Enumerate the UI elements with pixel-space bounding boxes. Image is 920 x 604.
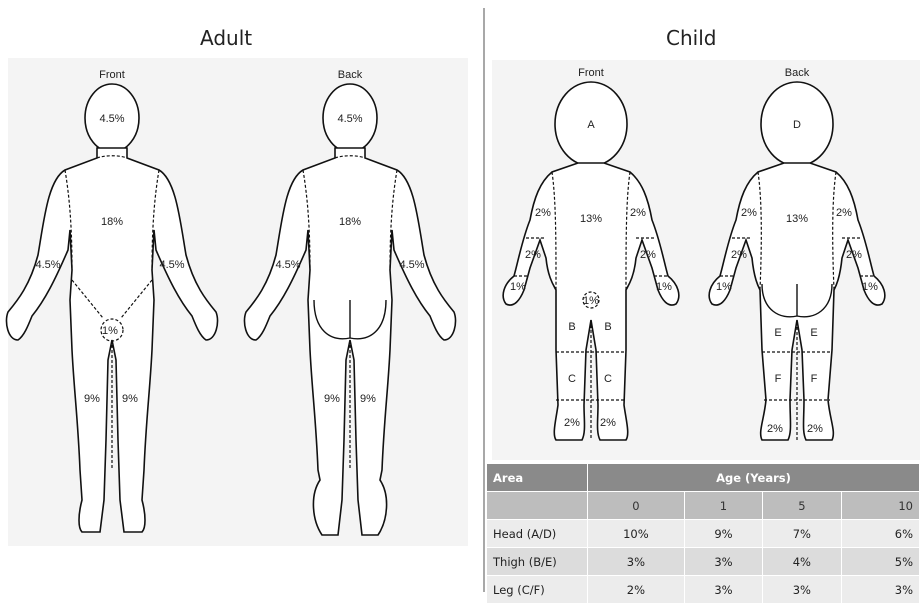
- table-cell: 5%: [841, 548, 919, 576]
- child-front-foot-left-label: 2%: [564, 417, 580, 429]
- adult-back-leg-right-label: 9%: [360, 393, 376, 405]
- child-back-leg-right-label: F: [811, 373, 818, 385]
- child-back-hand-right-label: 1%: [862, 281, 878, 293]
- child-front-thigh-right-label: B: [604, 321, 611, 333]
- child-back-upper-arm-right-label: 2%: [836, 207, 852, 219]
- child-front-thigh-left-label: B: [568, 321, 575, 333]
- table-header-row: Area Age (Years): [487, 464, 920, 492]
- adult-back-body-outline: [244, 148, 455, 535]
- area-header: Area: [487, 464, 588, 492]
- child-front-hand-right-label: 1%: [656, 281, 672, 293]
- child-front-forearm-right-label: 2%: [640, 249, 656, 261]
- adult-front-torso-label: 18%: [101, 216, 123, 228]
- adult-back-head-label: 4.5%: [337, 113, 362, 125]
- age-column-0: 0: [588, 492, 685, 520]
- child-back-thigh-left-label: E: [774, 327, 781, 339]
- adult-back-arm-right-label: 4.5%: [399, 259, 424, 271]
- table-cell: 3%: [841, 576, 919, 604]
- age-subheader-row: 0 1 5 10: [487, 492, 920, 520]
- adult-front-leg-left-label: 9%: [84, 393, 100, 405]
- child-back-upper-arm-left-label: 2%: [741, 207, 757, 219]
- child-front-label: Front: [578, 67, 604, 79]
- row-area: Thigh (B/E): [487, 548, 588, 576]
- child-back-head-label: D: [793, 119, 801, 131]
- table-cell: 2%: [588, 576, 685, 604]
- adult-back-label: Back: [338, 69, 363, 81]
- table-row: Thigh (B/E) 3% 3% 4% 5%: [487, 548, 920, 576]
- adult-back-arm-left-label: 4.5%: [275, 259, 300, 271]
- row-area: Head (A/D): [487, 520, 588, 548]
- child-back-foot-right-label: 2%: [807, 423, 823, 435]
- row-area: Leg (C/F): [487, 576, 588, 604]
- adult-back-torso-label: 18%: [339, 216, 361, 228]
- child-front-leg-right-label: C: [604, 373, 612, 385]
- child-front-leg-left-label: C: [568, 373, 576, 385]
- age-column-10: 10: [841, 492, 919, 520]
- child-back-foot-left-label: 2%: [767, 423, 783, 435]
- age-header: Age (Years): [588, 464, 920, 492]
- age-column-1: 1: [684, 492, 762, 520]
- child-back-thigh-right-label: E: [810, 327, 817, 339]
- table-row: Head (A/D) 10% 9% 7% 6%: [487, 520, 920, 548]
- child-back-forearm-left-label: 2%: [731, 249, 747, 261]
- table-cell: 3%: [588, 548, 685, 576]
- adult-front-leg-right-label: 9%: [122, 393, 138, 405]
- child-back-forearm-right-label: 2%: [846, 249, 862, 261]
- adult-back-leg-left-label: 9%: [324, 393, 340, 405]
- child-back-leg-left-label: F: [775, 373, 782, 385]
- age-percentage-table: Area Age (Years) 0 1 5 10 Head (A/D) 10%…: [486, 463, 920, 604]
- adult-front-head-label: 4.5%: [99, 113, 124, 125]
- table-cell: 9%: [684, 520, 762, 548]
- child-back-figure: Back D 13% 2% 2% 2% 2% 1% 1% E E F F 2% …: [709, 67, 885, 440]
- child-front-upper-arm-right-label: 2%: [630, 207, 646, 219]
- child-front-head-label: A: [587, 119, 595, 131]
- age-column-5: 5: [763, 492, 841, 520]
- adult-front-arm-left-label: 4.5%: [35, 259, 60, 271]
- table-cell: 3%: [684, 548, 762, 576]
- child-front-figure: Front A 13% 2% 2% 2% 2% 1% 1% 1% B B C C…: [503, 67, 679, 440]
- child-front-foot-right-label: 2%: [600, 417, 616, 429]
- table-cell: 3%: [763, 576, 841, 604]
- child-front-hand-left-label: 1%: [510, 281, 526, 293]
- child-front-genital-label: 1%: [583, 295, 599, 307]
- child-front-upper-arm-left-label: 2%: [535, 207, 551, 219]
- table-cell: 10%: [588, 520, 685, 548]
- adult-back-figure: Back 4.5% 18% 4.5% 4.5% 9% 9%: [244, 69, 455, 535]
- child-front-torso-label: 13%: [580, 213, 602, 225]
- child-back-label: Back: [785, 67, 810, 79]
- child-back-torso-label: 13%: [786, 213, 808, 225]
- empty-cell: [487, 492, 588, 520]
- table-cell: 4%: [763, 548, 841, 576]
- adult-front-figure: Front 4.5% 18% 4.5% 4.5% 1% 9% 9%: [6, 69, 217, 532]
- table-row: Leg (C/F) 2% 3% 3% 3%: [487, 576, 920, 604]
- table-cell: 6%: [841, 520, 919, 548]
- adult-front-genital-label: 1%: [102, 325, 118, 337]
- child-back-hand-left-label: 1%: [716, 281, 732, 293]
- adult-front-label: Front: [99, 69, 125, 81]
- table-cell: 7%: [763, 520, 841, 548]
- child-front-forearm-left-label: 2%: [525, 249, 541, 261]
- adult-front-arm-right-label: 4.5%: [159, 259, 184, 271]
- table-cell: 3%: [684, 576, 762, 604]
